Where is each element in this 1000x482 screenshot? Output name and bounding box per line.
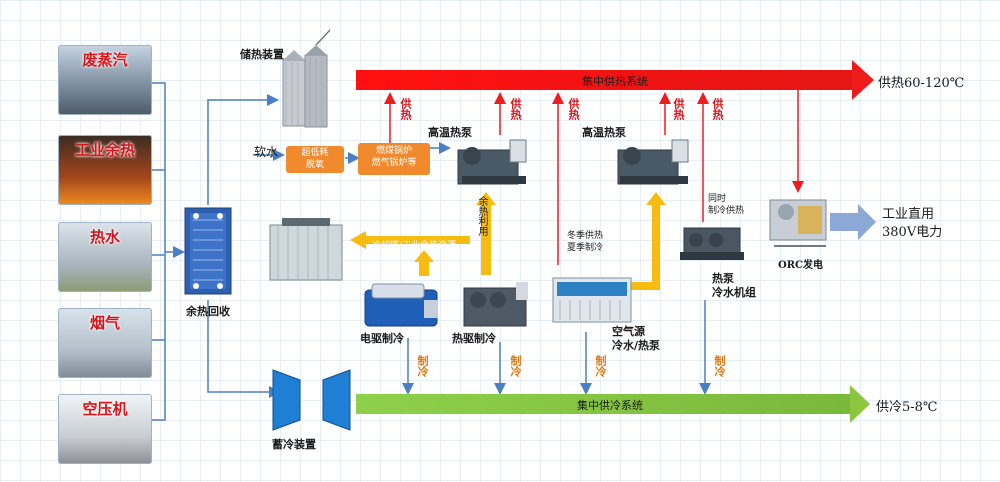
source-label: 烟气 [89,314,120,332]
electric-chiller-label: 电驱制冷 [360,332,404,345]
season-line2: 夏季制冷 [567,243,604,253]
high-temp-heat-pump-icon [617,139,689,185]
waste-heat-use-label: 余热利用 [476,196,487,236]
absorption-chiller-label: 热驱制冷 [452,332,496,345]
cold-supply-tag: 制冷 [594,355,607,377]
high-temp-heat-pump-label: 高温热泵 [582,126,626,139]
simultaneous-label: 同时 制冷供热 [708,193,744,217]
simultaneous-line2: 制冷供热 [708,206,745,216]
storage-heat-label: 储热装置 [240,48,284,61]
deaerator-line2: 脱氧 [305,160,324,170]
cooling-tower-arrow-label: 冷却塔/工业余热资源 [372,241,457,251]
heating-bar-label: 集中供热系统 [582,75,648,88]
heat-supply-lines [384,90,804,265]
plate-heat-exchanger-icon [184,207,232,295]
storage-silo-icon [282,29,331,128]
simultaneous-line1: 同时 [708,194,727,204]
heat-supply-tag: 供热 [711,98,724,120]
boiler-line1: 燃煤锅炉 [375,146,412,156]
boiler-line2: 燃气锅炉等 [371,158,417,168]
industrial-power-label: 工业直用 380V电力 [882,206,942,242]
air-source-line2: 冷水/热泵 [612,339,661,352]
industrial-power-line1: 工业直用 [882,207,935,222]
cold-storage-label: 蓄冷装置 [272,438,316,451]
cold-supply-tag: 制冷 [713,355,726,377]
heat-pump-chiller-line1: 热泵 [712,272,734,285]
deaerator-box: 超低耗 脱氧 [286,146,344,173]
heat-pump-chiller-label: 热泵 冷水机组 [712,272,756,300]
source-air-compressor: 空压机 [58,394,152,464]
source-label: 工业余热 [74,141,135,159]
boiler-box: 燃煤锅炉 燃气锅炉等 [358,143,430,175]
cooling-bar-end-label: 供冷5-8℃ [876,400,938,415]
heat-supply-tag: 供热 [567,98,580,120]
heat-pump-chiller-icon [680,227,744,260]
cooling-bar-label: 集中供冷系统 [577,399,643,412]
source-waste-steam: 废蒸汽 [58,45,152,115]
orc-generator-icon [769,199,827,247]
deaerator-line1: 超低耗 [301,148,329,158]
soft-water-label: 软水 [254,145,279,159]
source-industrial-waste-heat: 工业余热 [58,135,152,205]
source-hot-water: 热水 [58,222,152,292]
electric-chiller-icon [364,283,438,327]
season-label: 冬季供热 夏季制冷 [567,230,603,254]
heat-supply-tag: 供热 [672,98,685,120]
exchanger-links [207,94,451,398]
air-source-line1: 空气源 [612,325,645,338]
air-source-label: 空气源 冷水/热泵 [612,325,660,353]
heat-pump-chiller-line2: 冷水机组 [712,286,756,299]
heating-bar-end-label: 供热60-120℃ [878,76,965,91]
high-temp-heat-pump-icon [457,139,527,185]
cold-storage-icon [272,369,351,431]
cooling-bar-arrow [356,385,870,423]
cooling-lines [402,300,711,395]
cold-supply-tag: 制冷 [509,355,522,377]
high-temp-heat-pump-label: 高温热泵 [428,126,472,139]
industrial-power-line2: 380V电力 [882,225,943,240]
cold-supply-tag: 制冷 [416,355,429,377]
air-source-unit-icon [552,277,632,323]
source-flue-gas: 烟气 [58,308,152,378]
waste-heat-arrows [350,192,666,290]
power-output-arrow [830,204,876,240]
source-label: 热水 [89,228,120,246]
orc-label: ORC发电 [778,260,823,271]
heating-bar-arrow [356,60,874,100]
absorption-chiller-icon [463,282,528,327]
source-bracket [152,82,185,421]
season-line1: 冬季供热 [567,231,604,241]
heat-supply-tag: 供热 [509,98,522,120]
source-label: 空压机 [82,400,128,418]
cooling-tower-icon [269,218,343,281]
source-label: 废蒸汽 [82,51,128,69]
heat-exchanger-label: 余热回收 [186,305,230,318]
heat-supply-tag: 供热 [399,98,412,120]
